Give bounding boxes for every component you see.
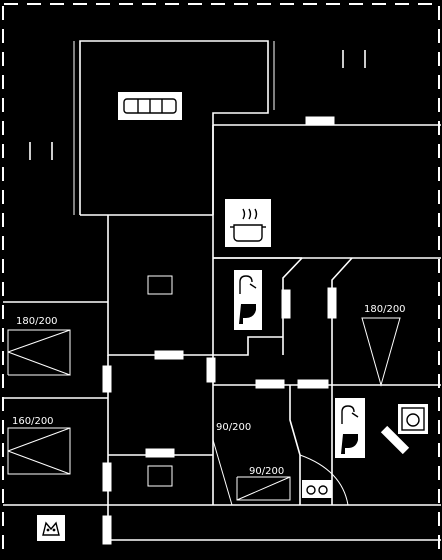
bed-size-label: 180/200: [364, 304, 406, 315]
door: [102, 515, 112, 545]
door: [380, 425, 410, 455]
door: [297, 379, 329, 389]
window-marks: [29, 50, 366, 160]
living-room: [73, 40, 275, 216]
doors: [102, 116, 410, 545]
bathroom-1: [213, 257, 303, 356]
shower-toilet-icon: [234, 270, 262, 330]
door: [281, 289, 291, 319]
door: [102, 365, 112, 393]
cooking-pot-icon: [225, 199, 271, 247]
bed-size-label: 180/200: [16, 316, 58, 327]
door: [206, 357, 216, 383]
bed-size-label: 160/200: [12, 416, 54, 427]
pet-icon: [37, 515, 65, 541]
bedroom-3-room: [331, 257, 441, 387]
bedroom-2-room: [3, 355, 109, 540]
bed-size-label: 90/200: [216, 422, 251, 433]
sofa-icon: [118, 92, 182, 120]
door: [145, 448, 175, 458]
washing-machine-icon: [398, 404, 428, 434]
door: [154, 350, 184, 360]
sauna-icon: [302, 480, 332, 498]
door: [305, 116, 335, 126]
door: [102, 462, 112, 492]
door: [327, 287, 337, 319]
outer-boundary: [2, 3, 440, 556]
door: [255, 379, 285, 389]
shower-toilet-icon: [335, 398, 365, 458]
bedroom-1-room: [3, 301, 108, 399]
lower-rooms: [108, 384, 441, 506]
bed-size-label: 90/200: [249, 466, 284, 477]
